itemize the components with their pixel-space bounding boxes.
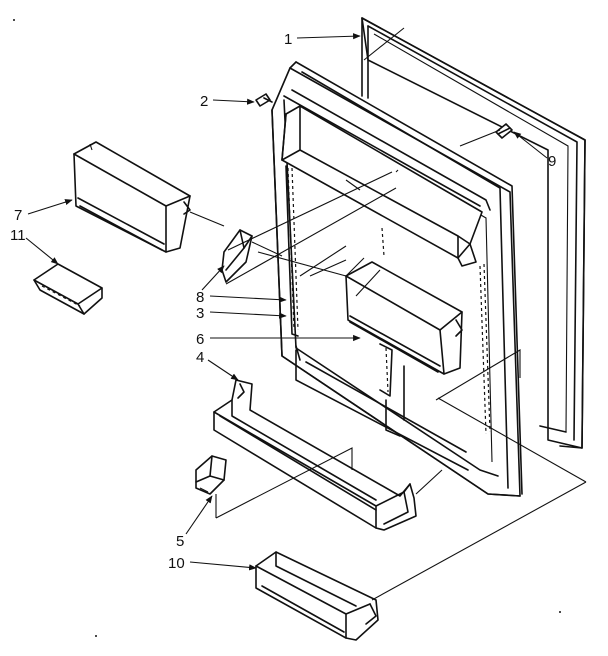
clip-part — [221, 229, 253, 283]
exploded-lines — [189, 27, 587, 601]
shelf-end-clip — [195, 455, 227, 495]
callout-10: 10 — [168, 555, 185, 572]
center-bin — [345, 261, 463, 375]
lower-bin — [255, 551, 379, 641]
callout-8: 8 — [196, 289, 204, 306]
callout-9: 9 — [548, 153, 556, 170]
upper-left-bin — [73, 141, 191, 253]
screw-right — [495, 123, 513, 139]
callout-3: 3 — [196, 305, 204, 322]
callout-4: 4 — [196, 349, 204, 366]
callout-1: 1 — [284, 31, 292, 48]
door-top-shelf — [281, 105, 483, 267]
callout-labels: 1 2 3 4 5 6 7 8 9 10 11 — [10, 31, 556, 572]
scan-specks — [13, 19, 561, 637]
screw-left — [255, 93, 273, 107]
small-tray — [33, 263, 103, 315]
callout-11: 11 — [10, 227, 26, 244]
callout-7: 7 — [14, 207, 22, 224]
leader-lines — [25, 33, 548, 571]
callout-2: 2 — [200, 93, 208, 110]
callout-6: 6 — [196, 331, 204, 348]
door-gasket — [361, 17, 586, 449]
callout-5: 5 — [176, 533, 184, 550]
